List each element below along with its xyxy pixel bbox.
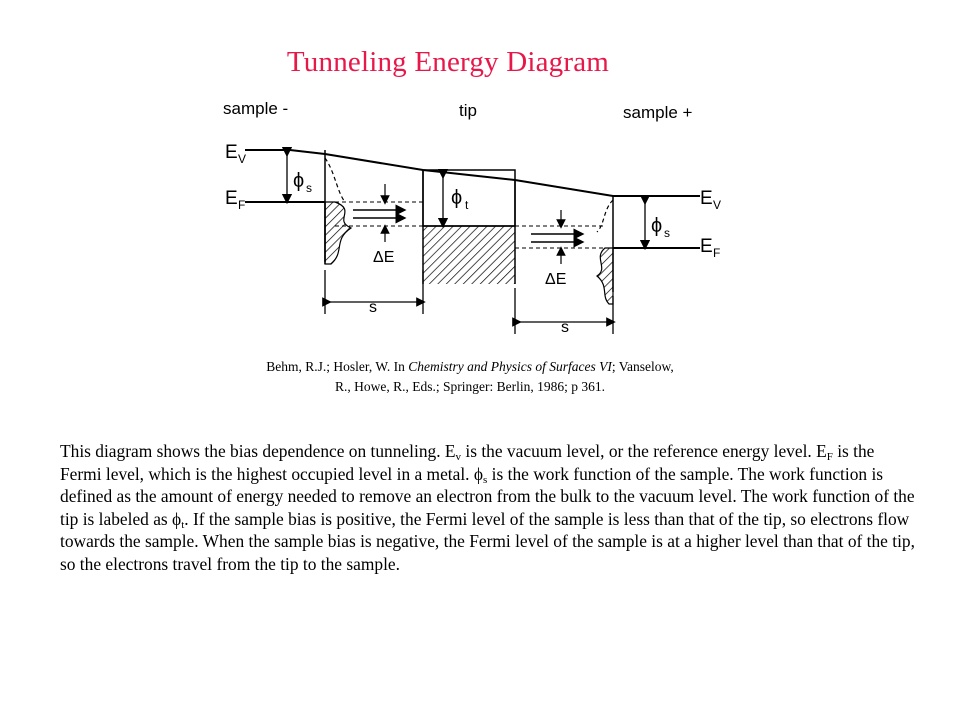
body-paragraph: This diagram shows the bias dependence o… [60,441,915,574]
s-right-label: s [561,319,569,336]
svg-text:s: s [306,181,312,195]
svg-text:E: E [225,188,238,209]
ef-right-label: E F [700,236,720,260]
delta-e-left: ΔE [373,249,394,266]
svg-text:F: F [713,246,720,260]
svg-text:E: E [700,236,713,257]
ev-left-label: E V [225,142,246,166]
label-tip: tip [459,101,477,120]
svg-text:t: t [465,198,469,212]
svg-text:ϕ: ϕ [293,170,304,192]
svg-text:E: E [225,142,238,163]
svg-text:s: s [664,226,670,240]
tunneling-energy-diagram: sample - tip sample + E V E F E V E F ϕ … [223,99,721,336]
s-left-label: s [369,299,377,316]
tip-filled-states [423,226,515,284]
svg-text:V: V [238,152,246,166]
dos-left [324,201,353,265]
barrier-top [289,149,700,197]
ef-left-label: E F [225,188,245,212]
svg-text:F: F [238,198,245,212]
svg-text:V: V [713,198,721,212]
svg-text:ϕ: ϕ [651,215,662,237]
phi-t-label: ϕ t [451,187,469,212]
citation: Behm, R.J.; Hosler, W. In Chemistry and … [266,359,674,394]
svg-text:E: E [700,188,713,209]
svg-text:ϕ: ϕ [451,187,462,209]
delta-e-right: ΔE [545,271,566,288]
label-sample-plus: sample + [623,103,693,122]
label-sample-minus: sample - [223,99,288,118]
phi-s-right-label: ϕ s [651,215,670,240]
phi-s-left-label: ϕ s [293,170,312,195]
ev-right-label: E V [700,188,721,212]
page-title: Tunneling Energy Diagram [286,46,610,78]
dos-right [595,247,614,305]
